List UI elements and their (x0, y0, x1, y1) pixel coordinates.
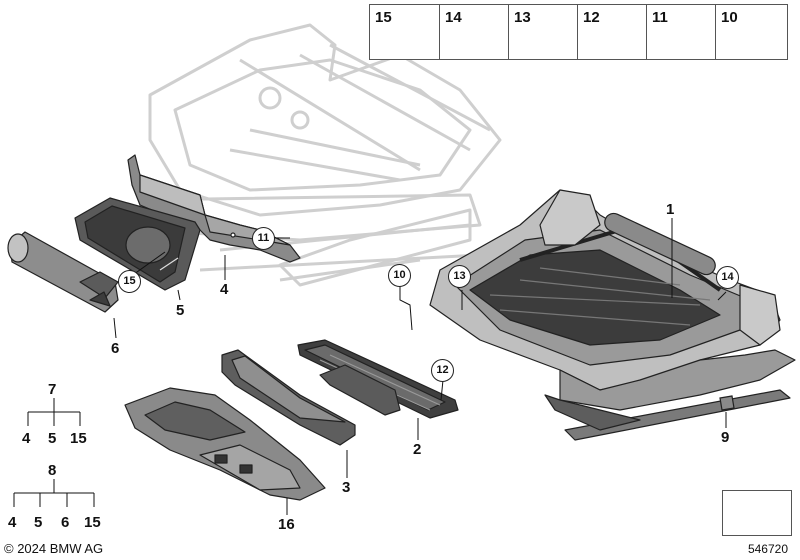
hardware-number: 11 (652, 9, 668, 26)
hardware-cell-12[interactable]: 12 (577, 5, 636, 59)
callout-6[interactable]: 6 (111, 340, 120, 357)
callout-9[interactable]: 9 (721, 429, 730, 446)
ring-callout-14[interactable]: 14 (716, 266, 739, 289)
hardware-number: 14 (445, 9, 462, 26)
hardware-cell-13[interactable]: 13 (508, 5, 567, 59)
tree-8-child[interactable]: 15 (84, 514, 101, 531)
ring-callout-15[interactable]: 15 (118, 270, 141, 293)
part-3-bracket (221, 349, 356, 446)
copyright-text: © 2024 BMW AG (4, 541, 104, 556)
callout-1[interactable]: 1 (666, 201, 675, 218)
tree-8-child[interactable]: 5 (34, 514, 43, 531)
part-16-base-tray (124, 387, 326, 501)
hardware-cell-14[interactable]: 14 (439, 5, 498, 59)
ring-callout-11[interactable]: 11 (252, 227, 275, 250)
navigation-box[interactable] (722, 490, 792, 536)
hardware-number: 10 (721, 9, 738, 26)
hardware-cell-15[interactable]: 15 (370, 5, 429, 59)
diagram-number: 546720 (747, 542, 788, 556)
part-1-seat-frame (429, 189, 796, 441)
hardware-number: 12 (583, 9, 600, 26)
part-9-clip (719, 395, 735, 411)
callout-4[interactable]: 4 (220, 281, 229, 298)
tree-7-child[interactable]: 5 (48, 430, 57, 447)
callout-5[interactable]: 5 (176, 302, 185, 319)
tree-7-child[interactable]: 15 (70, 430, 87, 447)
part-5-switch-cover (74, 197, 201, 291)
tree-7-child[interactable]: 4 (22, 430, 31, 447)
hardware-number: 13 (514, 9, 531, 26)
tree-7-root[interactable]: 7 (48, 381, 57, 398)
tree-8-child[interactable]: 6 (61, 514, 70, 531)
tree-8-child[interactable]: 4 (8, 514, 17, 531)
tree-lines (13, 398, 95, 507)
hardware-header: 15 14 13 12 11 10 (369, 4, 788, 60)
ring-callout-10[interactable]: 10 (388, 264, 411, 287)
callout-2[interactable]: 2 (413, 441, 422, 458)
part-2-pad (297, 339, 459, 419)
callout-16[interactable]: 16 (278, 516, 295, 533)
hardware-number: 15 (375, 9, 392, 26)
part-6-cylinder (7, 231, 119, 313)
ring-callout-12[interactable]: 12 (431, 359, 454, 382)
tree-8-root[interactable]: 8 (48, 462, 57, 479)
hardware-cell-10[interactable]: 10 (715, 5, 787, 59)
callout-3[interactable]: 3 (342, 479, 351, 496)
ring-callout-13[interactable]: 13 (448, 265, 471, 288)
ghost-seat-frame (138, 23, 502, 287)
hardware-cell-11[interactable]: 11 (646, 5, 705, 59)
